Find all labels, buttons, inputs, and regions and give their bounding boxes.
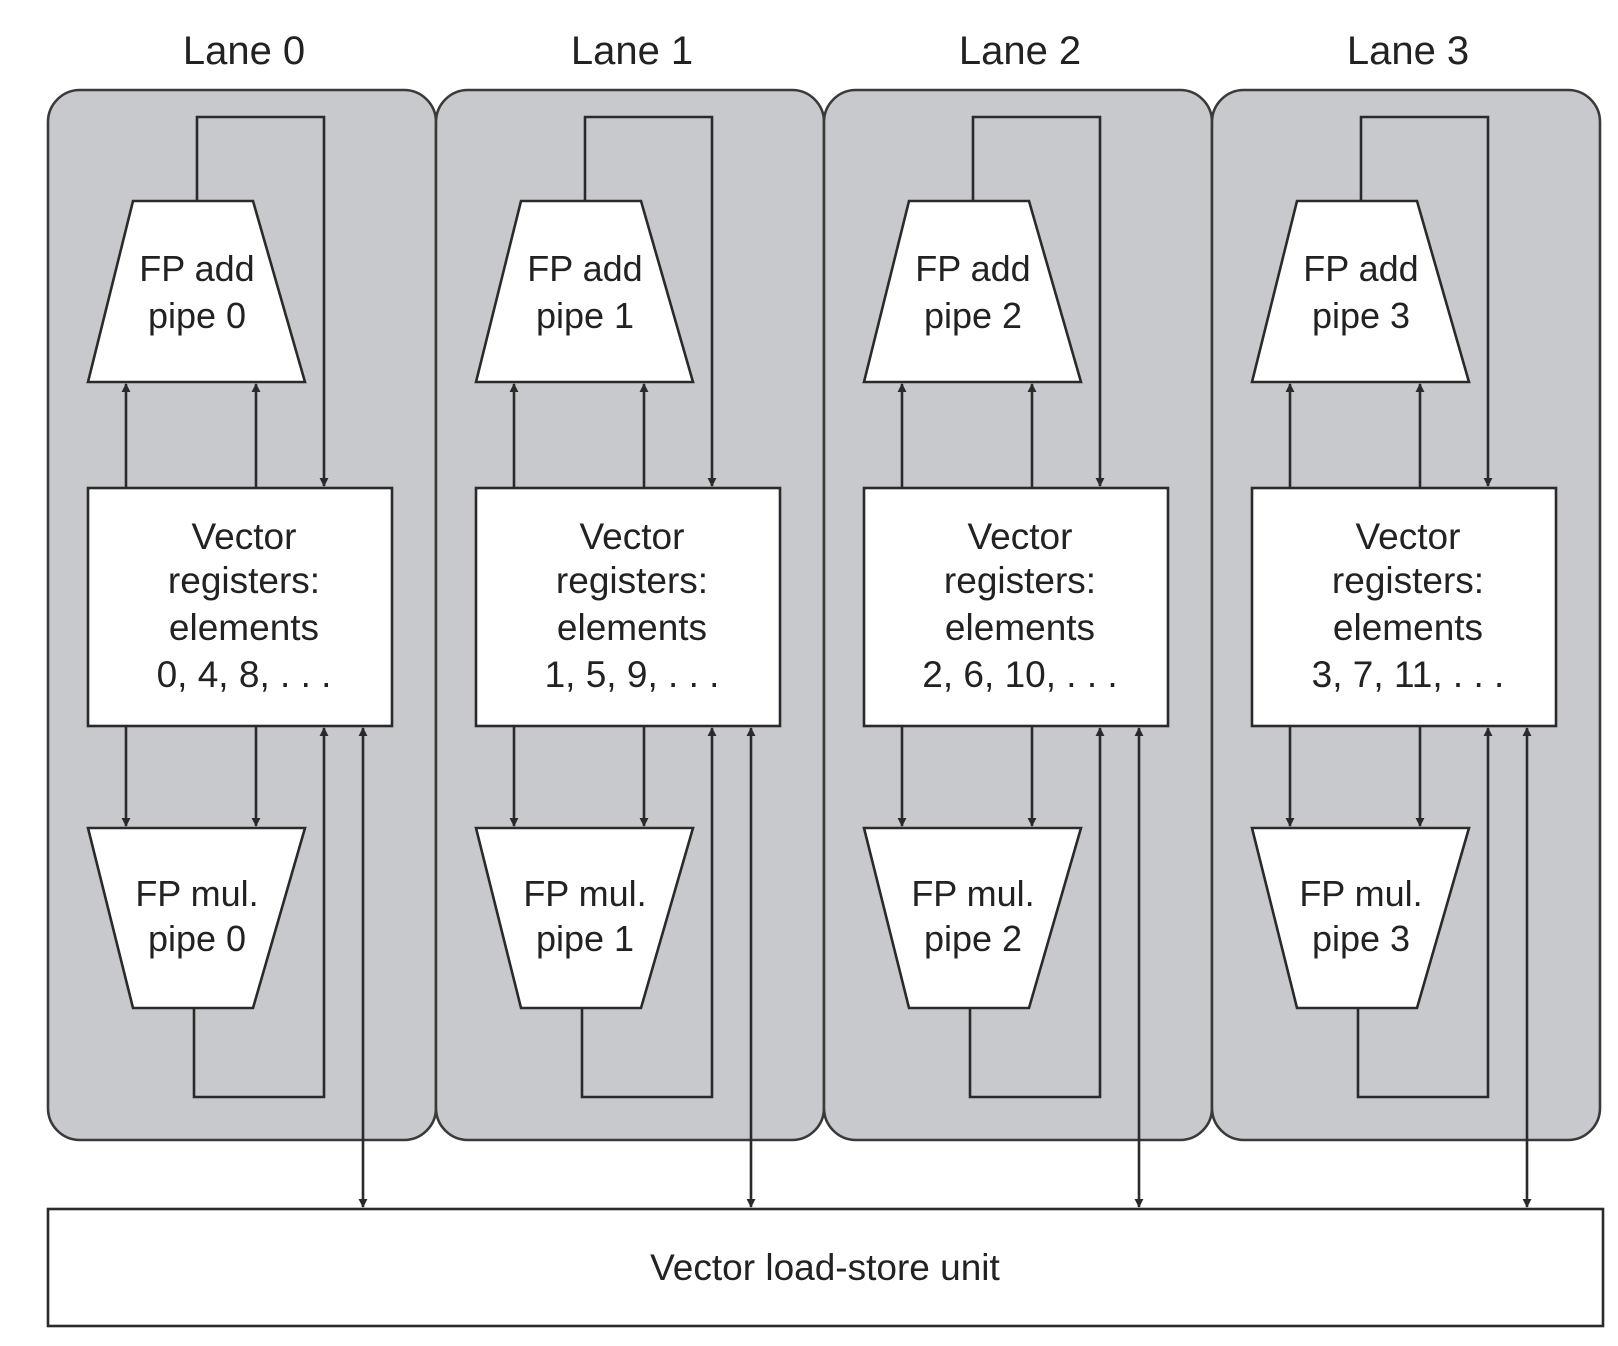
fp-add-pipe-label: pipe 1	[536, 295, 634, 336]
fp-mul-pipe-label: pipe 1	[536, 918, 634, 959]
vector-registers-label: elements	[557, 607, 707, 648]
fp-add-pipe	[1250, 199, 1471, 384]
fp-mul-pipe-label: pipe 2	[924, 918, 1022, 959]
fp-mul-pipe-label: pipe 0	[148, 918, 246, 959]
mul-result-arrow	[1356, 727, 1493, 1099]
fp-add-pipe-label: FP add	[915, 248, 1030, 289]
vector-load-store-unit	[46, 1207, 1605, 1328]
vector-registers-label: registers:	[556, 560, 708, 601]
add-result-arrow	[583, 115, 717, 487]
vector-registers	[862, 486, 1170, 728]
vector-registers-label: 3, 7, 11, . . .	[1312, 654, 1505, 695]
vector-registers	[474, 486, 782, 728]
fp-mul-pipe-label: FP mul.	[135, 873, 258, 914]
fp-mul-pipe	[474, 826, 695, 1010]
lane-title: Lane 1	[571, 29, 693, 73]
mul-result-arrow	[580, 727, 717, 1099]
add-result-arrow	[1359, 115, 1493, 487]
vector-registers-label: Vector	[192, 516, 297, 557]
fp-add-pipe	[862, 199, 1083, 384]
vector-registers-label: 2, 6, 10, . . .	[922, 654, 1117, 695]
fp-add-pipe-label: FP add	[139, 248, 254, 289]
fp-add-pipe-label: FP add	[527, 248, 642, 289]
vector-load-store-unit-label: Vector load-store unit	[650, 1247, 1000, 1288]
vector-registers-label: elements	[1333, 607, 1483, 648]
fp-mul-pipe-label: FP mul.	[911, 873, 1034, 914]
add-result-arrow	[971, 115, 1105, 487]
fp-mul-pipe-label: FP mul.	[1299, 873, 1422, 914]
fp-add-pipe-label: pipe 3	[1312, 295, 1410, 336]
vector-registers	[1250, 486, 1558, 728]
vector-registers	[86, 486, 394, 728]
vector-registers-label: elements	[945, 607, 1095, 648]
fp-add-pipe	[474, 199, 695, 384]
lane-title: Lane 2	[959, 29, 1081, 73]
vector-registers-label: registers:	[168, 560, 320, 601]
fp-mul-pipe	[86, 826, 307, 1010]
fp-mul-pipe-label: pipe 3	[1312, 918, 1410, 959]
vector-registers-label: 0, 4, 8, . . .	[157, 654, 332, 695]
fp-mul-pipe	[862, 826, 1083, 1010]
mul-result-arrow	[192, 727, 329, 1099]
fp-add-pipe-label: pipe 0	[148, 295, 246, 336]
vector-registers-label: 1, 5, 9, . . .	[545, 654, 720, 695]
fp-add-pipe-label: pipe 2	[924, 295, 1022, 336]
vector-registers-label: Vector	[968, 516, 1073, 557]
vector-registers-label: registers:	[944, 560, 1096, 601]
lane-title: Lane 0	[183, 29, 305, 73]
vector-registers-label: Vector	[580, 516, 685, 557]
fp-add-pipe	[86, 199, 307, 384]
add-result-arrow	[195, 115, 329, 487]
mul-result-arrow	[968, 727, 1105, 1099]
vector-registers-label: Vector	[1356, 516, 1461, 557]
vector-registers-label: elements	[169, 607, 319, 648]
fp-mul-pipe	[1250, 826, 1471, 1010]
fp-mul-pipe-label: FP mul.	[523, 873, 646, 914]
vector-registers-label: registers:	[1332, 560, 1484, 601]
lane-title: Lane 3	[1347, 29, 1469, 73]
load-store-layer: Vector load-store unit	[46, 1207, 1605, 1328]
fp-add-pipe-label: FP add	[1303, 248, 1418, 289]
